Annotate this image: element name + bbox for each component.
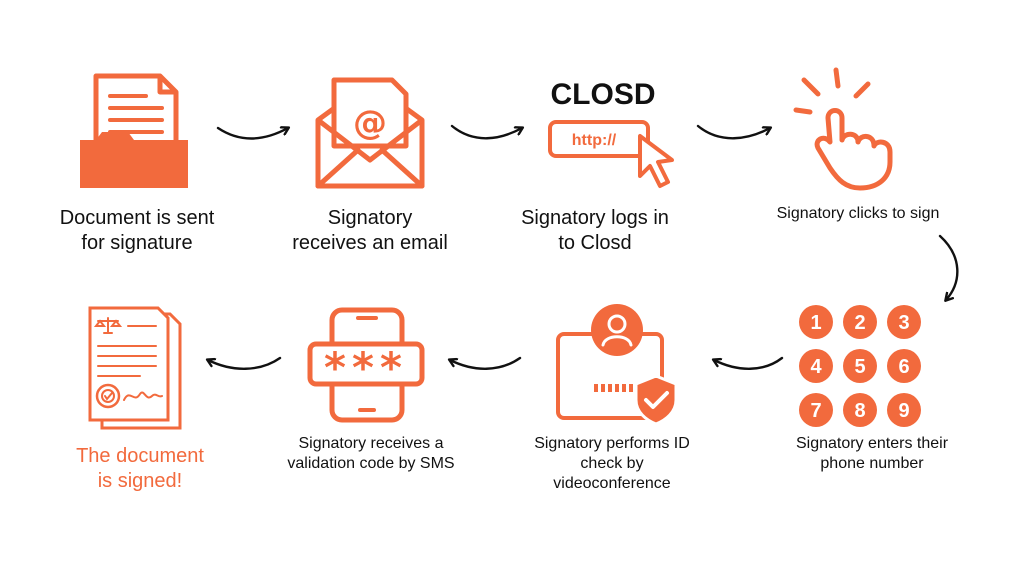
cursor-icon [638,134,674,188]
keypad-digit-7: 7 [810,400,821,422]
signed-document-icon [88,306,182,430]
flow-arrow-5 [714,356,784,370]
keypad-digit-6: 6 [898,356,909,378]
keypad-key-bg [799,349,833,383]
flow-arrow-6 [450,356,522,370]
email-envelope-icon: @ [315,77,425,189]
keypad-digit-9: 9 [898,400,909,422]
closd-logo: CLOSD [551,78,656,111]
closd-login-icon: CLOSD http:// [548,78,674,188]
keypad-key-bg [887,349,921,383]
keypad-digit-2: 2 [854,312,865,334]
flow-arrow-4 [938,234,959,300]
flow-arrow-1 [216,128,288,140]
keypad-key-bg [799,305,833,339]
keypad-key-bg [887,305,921,339]
tap-hand-icon [793,67,893,191]
keypad-key-bg [887,393,921,427]
flow-arrow-2 [450,124,522,140]
at-sign: @ [353,103,387,143]
keypad-digit-3: 3 [898,312,909,334]
caption-step-4: Signatory clicks to sign [776,205,940,222]
keypad-key-bg [799,393,833,427]
flow-arrow-7 [208,356,282,370]
keypad-key-bg [843,305,877,339]
document-folder-icon [80,73,188,188]
keypad-digit-8: 8 [854,400,865,422]
keypad-key-bg [843,349,877,383]
id-check-icon [556,304,678,426]
flow-arrow-3 [696,124,770,140]
keypad-icon: 1 2 3 4 5 6 7 8 9 [799,305,921,427]
keypad-digit-1: 1 [810,312,821,334]
sms-code-phone-icon: *** [307,307,425,423]
keypad-digit-4: 4 [810,356,822,378]
code-asterisks: *** [324,343,408,392]
keypad-digit-5: 5 [854,356,865,378]
url-text: http:// [572,132,617,149]
keypad-key-bg [843,393,877,427]
